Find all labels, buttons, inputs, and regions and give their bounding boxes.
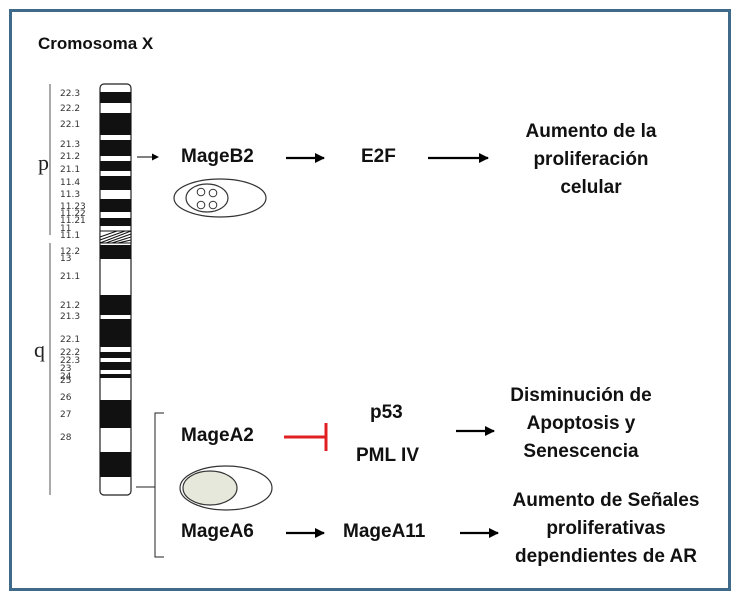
outcome-proliferation-line-1: Aumento de la bbox=[525, 121, 657, 142]
outcome-proliferation-line-3: celular bbox=[560, 177, 622, 198]
band-label: 13 bbox=[60, 254, 71, 264]
band-labels: 22.322.222.121.321.221.111.411.311.2311.… bbox=[60, 89, 86, 443]
band-label: 21.1 bbox=[60, 272, 80, 282]
gene-e2f: E2F bbox=[361, 146, 396, 167]
chromosome-x-ideogram bbox=[99, 83, 132, 496]
outcome-proliferation: Aumento de la proliferación celular bbox=[503, 118, 679, 202]
p-arm-label: p bbox=[38, 150, 49, 175]
band-label: 21.3 bbox=[60, 312, 80, 322]
magea-cluster-bracket bbox=[154, 412, 164, 558]
outcome-apoptosis-line-1: Disminución de bbox=[510, 385, 652, 406]
band-label: 23 bbox=[60, 364, 71, 374]
outcome-apoptosis: Disminución de Apoptosis y Senescencia bbox=[492, 382, 670, 466]
band-label: 24 bbox=[60, 372, 72, 382]
gene-pml-iv: PML IV bbox=[356, 445, 419, 466]
outcome-apoptosis-line-3: Senescencia bbox=[523, 441, 639, 462]
band-label: 22.3 bbox=[60, 89, 80, 99]
q-arm-label: q bbox=[34, 337, 45, 362]
band-label: 11.23 bbox=[60, 202, 86, 212]
outcome-proliferation-line-2: proliferación bbox=[533, 149, 649, 170]
band-label: 21.2 bbox=[60, 301, 80, 311]
band-label: 11.21 bbox=[60, 216, 86, 226]
band-label: 27 bbox=[60, 410, 71, 420]
band-label: 21.2 bbox=[60, 152, 80, 162]
gene-magea11: MageA11 bbox=[343, 521, 426, 542]
band-label: 11.4 bbox=[60, 178, 80, 188]
outcome-signals: Aumento de Señales proliferativas depend… bbox=[496, 487, 716, 571]
band-label: 25 bbox=[60, 376, 71, 386]
band-label: 22.1 bbox=[60, 335, 80, 345]
gene-magea2: MageA2 bbox=[181, 425, 254, 446]
band-label: 26 bbox=[60, 393, 72, 403]
band-label: 22.2 bbox=[60, 348, 80, 358]
cell-icon-mageb2 bbox=[173, 178, 267, 218]
band-label: 11.3 bbox=[60, 190, 80, 200]
diagram-title: Cromosoma X bbox=[38, 34, 154, 53]
band-label: 21.3 bbox=[60, 140, 80, 150]
cell-icon-magea bbox=[179, 465, 273, 511]
band-label: 11 bbox=[60, 224, 71, 234]
band-label: 28 bbox=[60, 433, 72, 443]
band-label: 22.1 bbox=[60, 120, 80, 130]
band-label: 22.2 bbox=[60, 104, 80, 114]
gene-p53: p53 bbox=[370, 402, 403, 423]
band-label: 22.3 bbox=[60, 356, 80, 366]
gene-magea6: MageA6 bbox=[181, 521, 254, 542]
band-label: 11.1 bbox=[60, 231, 80, 241]
gene-mageb2: MageB2 bbox=[181, 146, 254, 167]
band-label: 12.2 bbox=[60, 247, 80, 257]
outcome-apoptosis-line-2: Apoptosis y bbox=[526, 413, 636, 434]
outcome-signals-line-2: proliferativas bbox=[546, 518, 666, 539]
outcome-signals-line-1: Aumento de Señales bbox=[512, 490, 700, 511]
band-label: 21.1 bbox=[60, 165, 80, 175]
band-label: 11.22 bbox=[60, 209, 86, 219]
outcome-signals-line-3: dependientes de AR bbox=[515, 546, 697, 567]
inhibition-magea2-p53 bbox=[284, 423, 328, 451]
